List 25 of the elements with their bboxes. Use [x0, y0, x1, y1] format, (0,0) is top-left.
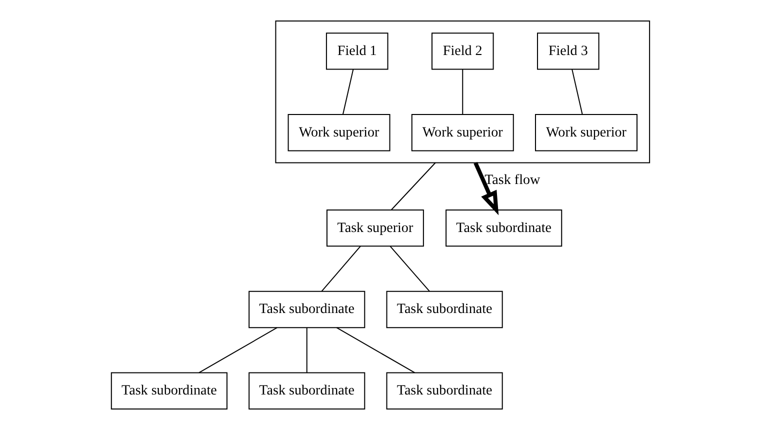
connector: [462, 68, 464, 114]
node-box: Work superior: [411, 114, 514, 151]
connector: [342, 68, 354, 114]
arrow: [474, 161, 499, 215]
node-box: Field 1: [326, 32, 388, 70]
node-box: Task subordinate: [446, 209, 562, 246]
node-box: Task subordinate: [386, 290, 503, 328]
connector: [391, 162, 436, 210]
connector: [390, 245, 430, 292]
edge-label: Task flow: [484, 172, 540, 188]
connector: [198, 326, 278, 373]
cluster: [275, 20, 650, 163]
connector: [306, 327, 308, 372]
node-box: Task superior: [326, 209, 424, 246]
node-box: Task subordinate: [248, 290, 366, 328]
node-box: Work superior: [288, 114, 390, 151]
node-box: Task subordinate: [248, 372, 366, 409]
connector: [336, 326, 415, 373]
node-box: Task subordinate: [386, 372, 503, 409]
node-box: Work superior: [535, 114, 638, 151]
node-box: Task subordinate: [110, 372, 228, 409]
connector: [321, 245, 361, 292]
node-box: Field 3: [537, 32, 600, 70]
connector: [572, 68, 583, 114]
node-box: Field 2: [431, 32, 494, 70]
